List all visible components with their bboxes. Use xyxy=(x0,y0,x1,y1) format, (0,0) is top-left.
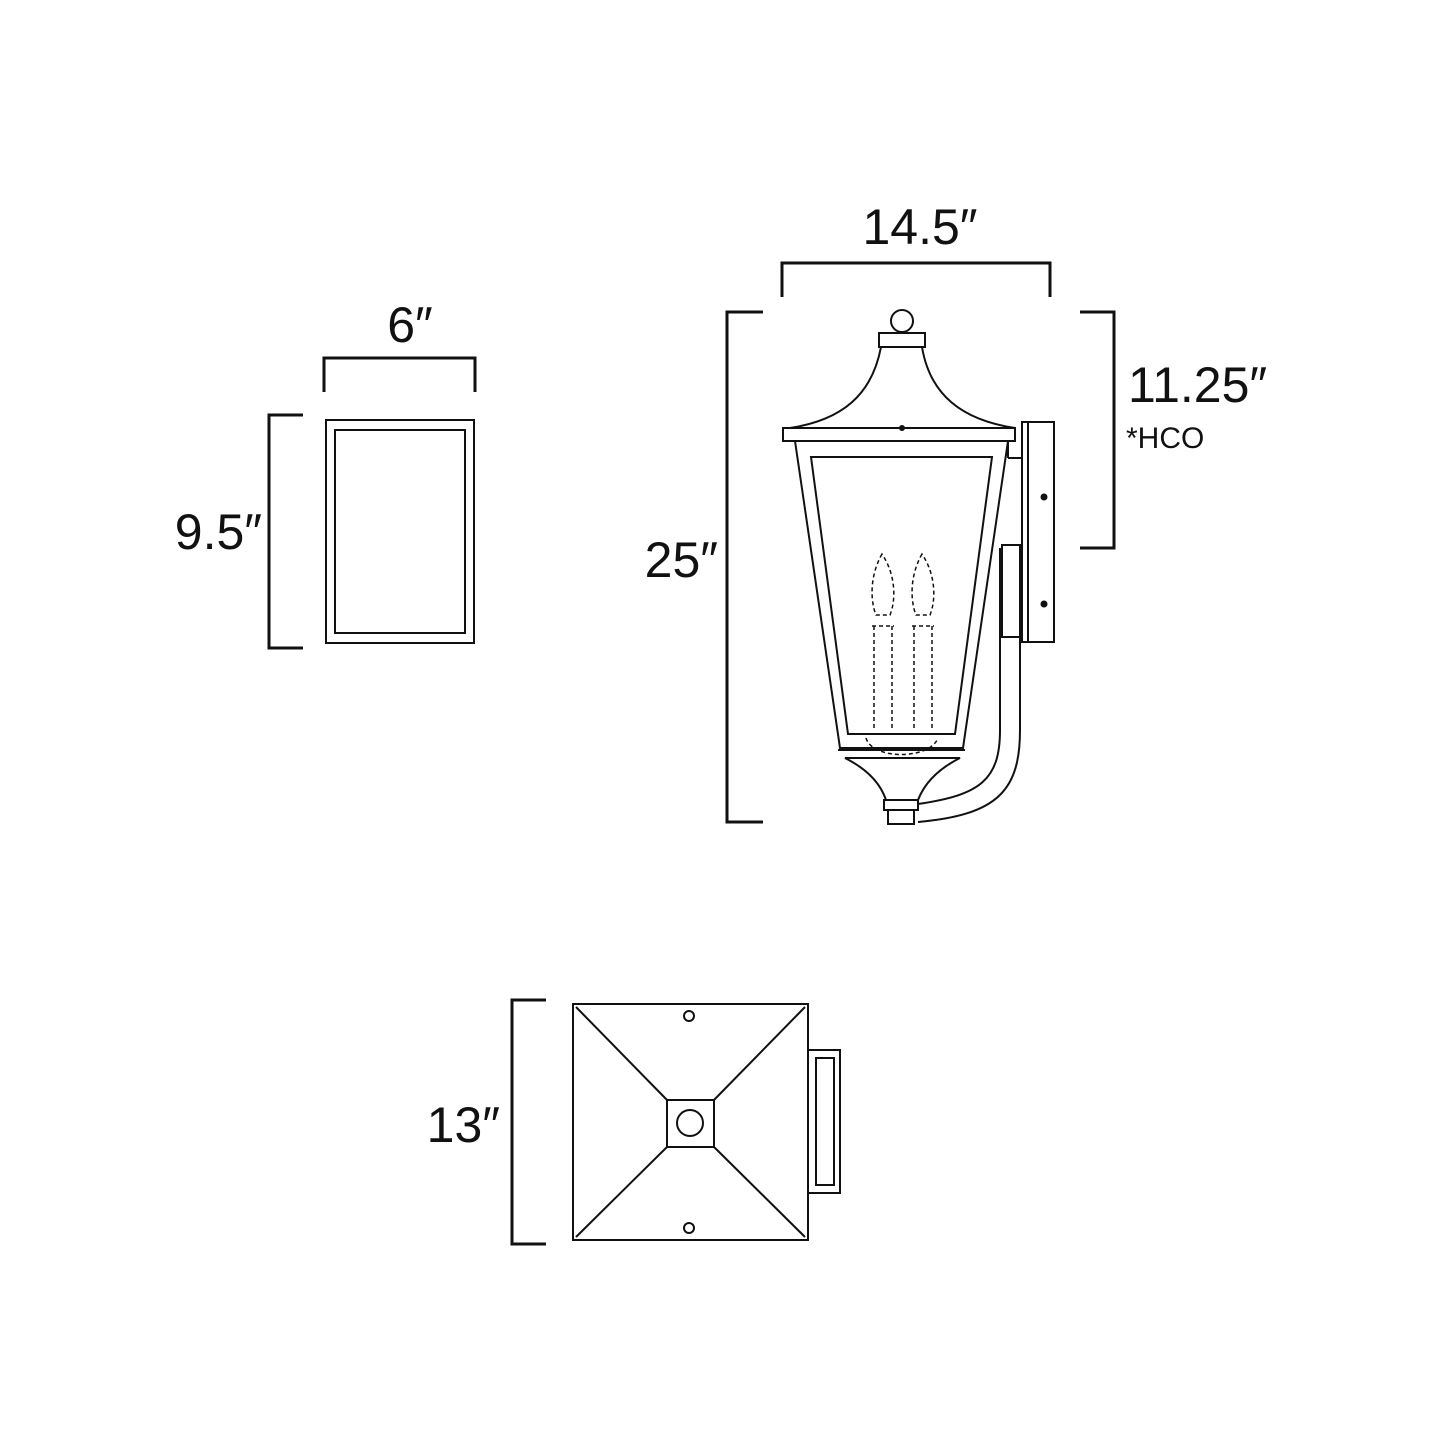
mounting-arm xyxy=(917,548,1021,823)
cage-outer xyxy=(794,440,1009,749)
backplate-height-label: 9.5″ xyxy=(175,504,262,560)
fixture-height-bracket xyxy=(725,310,763,824)
backplate-width-label: 6″ xyxy=(387,297,433,353)
backplate-view: 6″ 9.5″ xyxy=(175,297,477,650)
hco-value-label: 11.25″ xyxy=(1128,357,1267,413)
top-view-size-label: 13″ xyxy=(427,1097,500,1153)
lantern-roof xyxy=(789,346,1016,429)
finial-ball xyxy=(890,309,914,333)
fixture-height-label: 25″ xyxy=(645,532,718,588)
cage-inner xyxy=(809,456,994,735)
mount-screw-top xyxy=(1040,493,1048,501)
hco-note-label: *HCO xyxy=(1126,422,1204,455)
roof-vent xyxy=(899,425,905,431)
finial-cap xyxy=(878,332,926,348)
bottom-knob xyxy=(887,809,915,825)
backplate-outer xyxy=(325,419,475,644)
backplate-inner xyxy=(334,429,466,634)
candle-cup xyxy=(865,737,939,756)
fixture-width-bracket xyxy=(780,261,1052,297)
fixture-side-view: 14.5″ 25″ 11.25″ *HCO xyxy=(645,199,1267,825)
backplate-height-bracket xyxy=(267,413,303,650)
fixture-width-label: 14.5″ xyxy=(862,199,977,255)
arm-top-connector xyxy=(1007,440,1022,459)
roof-band xyxy=(782,427,1016,442)
candle-right xyxy=(911,552,935,730)
top-view-center-cap xyxy=(666,1099,715,1148)
arm-brace xyxy=(1001,544,1021,638)
mount-screw-bottom xyxy=(1040,600,1048,608)
bottom-collar xyxy=(883,799,919,811)
top-view-height-bracket xyxy=(510,998,546,1246)
hco-bracket xyxy=(1080,310,1116,550)
top-view-screw-bottom xyxy=(683,1222,695,1234)
fixture-top-view: 13″ xyxy=(427,998,841,1246)
top-view-finial xyxy=(676,1109,704,1137)
candle-left xyxy=(871,552,895,730)
top-view-screw-top xyxy=(683,1010,695,1022)
top-view-wall-plate-inner xyxy=(815,1057,835,1186)
top-view-wall-plate-outer xyxy=(807,1049,841,1194)
top-view-roof-lines xyxy=(575,1006,806,1238)
backplate-width-bracket xyxy=(322,356,477,392)
wall-plate-side xyxy=(1021,421,1055,643)
lantern-bowl xyxy=(844,757,961,801)
